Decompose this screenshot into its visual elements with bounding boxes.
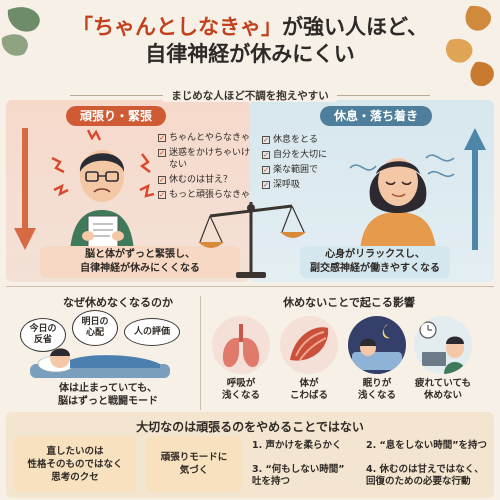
muscle-icon <box>280 316 338 374</box>
rest-label: 休息・落ち着き <box>320 106 433 126</box>
check-item: ✓深呼吸 <box>262 180 301 190</box>
section-divider <box>6 286 494 287</box>
thinking-habit-box: 直したいのは 性格そのものではなく 思考のクセ <box>14 436 136 492</box>
check-item: ✓迷惑をかけちゃいけない <box>158 148 251 170</box>
tip-item: 4. 休むのは甘えではなく、 回復のための必要な行動 <box>366 464 484 487</box>
checkbox-icon: ✓ <box>262 166 270 174</box>
relaxed-woman-icon <box>349 154 455 252</box>
tip-item: 2. “息をしない時間”を持つ <box>366 440 488 451</box>
check-item: ✓休息をとる <box>262 135 319 145</box>
subtitle: まじめな人ほど不調を抱えやすい <box>0 88 500 103</box>
bottom-title: 大切なのは頑張るのをやめることではない <box>136 420 364 434</box>
tip-item: 1. 声かけを柔らかく <box>252 440 342 451</box>
section-vertical-divider <box>200 296 201 410</box>
sleeping-person-icon <box>30 348 170 378</box>
rest-checklist: ✓休息をとる ✓自分を大切に ✓楽な範囲で ✓深呼吸 <box>262 134 342 194</box>
checkbox-icon: ✓ <box>158 176 166 184</box>
rest-caption: 心身がリラックスし、 副交感神経が働きやすくなる <box>300 246 450 278</box>
checkbox-icon: ✓ <box>262 136 270 144</box>
tension-label: 頑張り・緊張 <box>66 106 167 126</box>
title-line1-rest: が強い人ほど、 <box>282 15 428 39</box>
thought-bubble: 今日の反省 <box>20 318 66 352</box>
sleep-icon <box>348 316 406 374</box>
checkbox-icon: ✓ <box>158 149 166 157</box>
lungs-icon <box>212 316 270 374</box>
checkbox-icon: ✓ <box>158 191 166 199</box>
checkbox-icon: ✓ <box>262 181 270 189</box>
page-title: 「ちゃんとしなきゃ」が強い人ほど、 自律神経が休みにくい <box>50 14 450 68</box>
down-arrow-icon <box>14 128 36 250</box>
check-item: ✓自分を大切に <box>262 150 328 160</box>
stressed-man-icon <box>51 129 155 252</box>
title-line2: 自律神経が休みにくい <box>145 42 355 66</box>
tired-worker-icon <box>414 316 472 374</box>
tip-item: 3. “何もしない時間” 吐を持つ <box>252 464 345 487</box>
checkbox-icon: ✓ <box>262 151 270 159</box>
leaf-decoration-icon <box>445 5 494 87</box>
up-arrow-icon <box>464 128 486 250</box>
effect-label: 眠りが 浅くなる <box>357 378 396 401</box>
effort-mode-box: 頑張りモードに 気づく <box>146 436 242 492</box>
tension-checklist: ✓ちゃんとやらなきゃ ✓迷惑をかけちゃいけない ✓休むのは甘え？ ✓もっと頑張ら… <box>158 132 250 204</box>
why-heading: なぜ休めなくなるのか <box>63 296 173 309</box>
check-item: ✓ちゃんとやらなきゃ <box>158 133 251 143</box>
title-quote: 「ちゃんとしなきゃ」 <box>72 15 283 39</box>
effect-label: 疲れていても 休めない <box>415 378 471 401</box>
checkbox-icon: ✓ <box>158 134 166 142</box>
thought-bubble: 人の評価 <box>124 318 180 346</box>
check-item: ✓楽な範囲で <box>262 165 319 175</box>
effects-heading: 休めないことで起こる影響 <box>283 296 415 309</box>
effect-label: 呼吸が 浅くなる <box>221 378 260 401</box>
effect-label: 体が こわばる <box>289 378 328 401</box>
check-item: ✓もっと頑張らなきゃ <box>158 190 251 200</box>
check-item: ✓休むのは甘え？ <box>158 175 233 185</box>
leaf-decoration-icon <box>1 7 40 56</box>
thought-bubble: 明日の心配 <box>72 310 118 346</box>
tension-caption: 脳と体がずっと緊張し、 自律神経が休みにくくなる <box>40 246 240 278</box>
why-caption: 体は止まっていても、 脳はずっと戦闘モード <box>58 383 158 407</box>
balance-scale-icon <box>198 202 306 278</box>
